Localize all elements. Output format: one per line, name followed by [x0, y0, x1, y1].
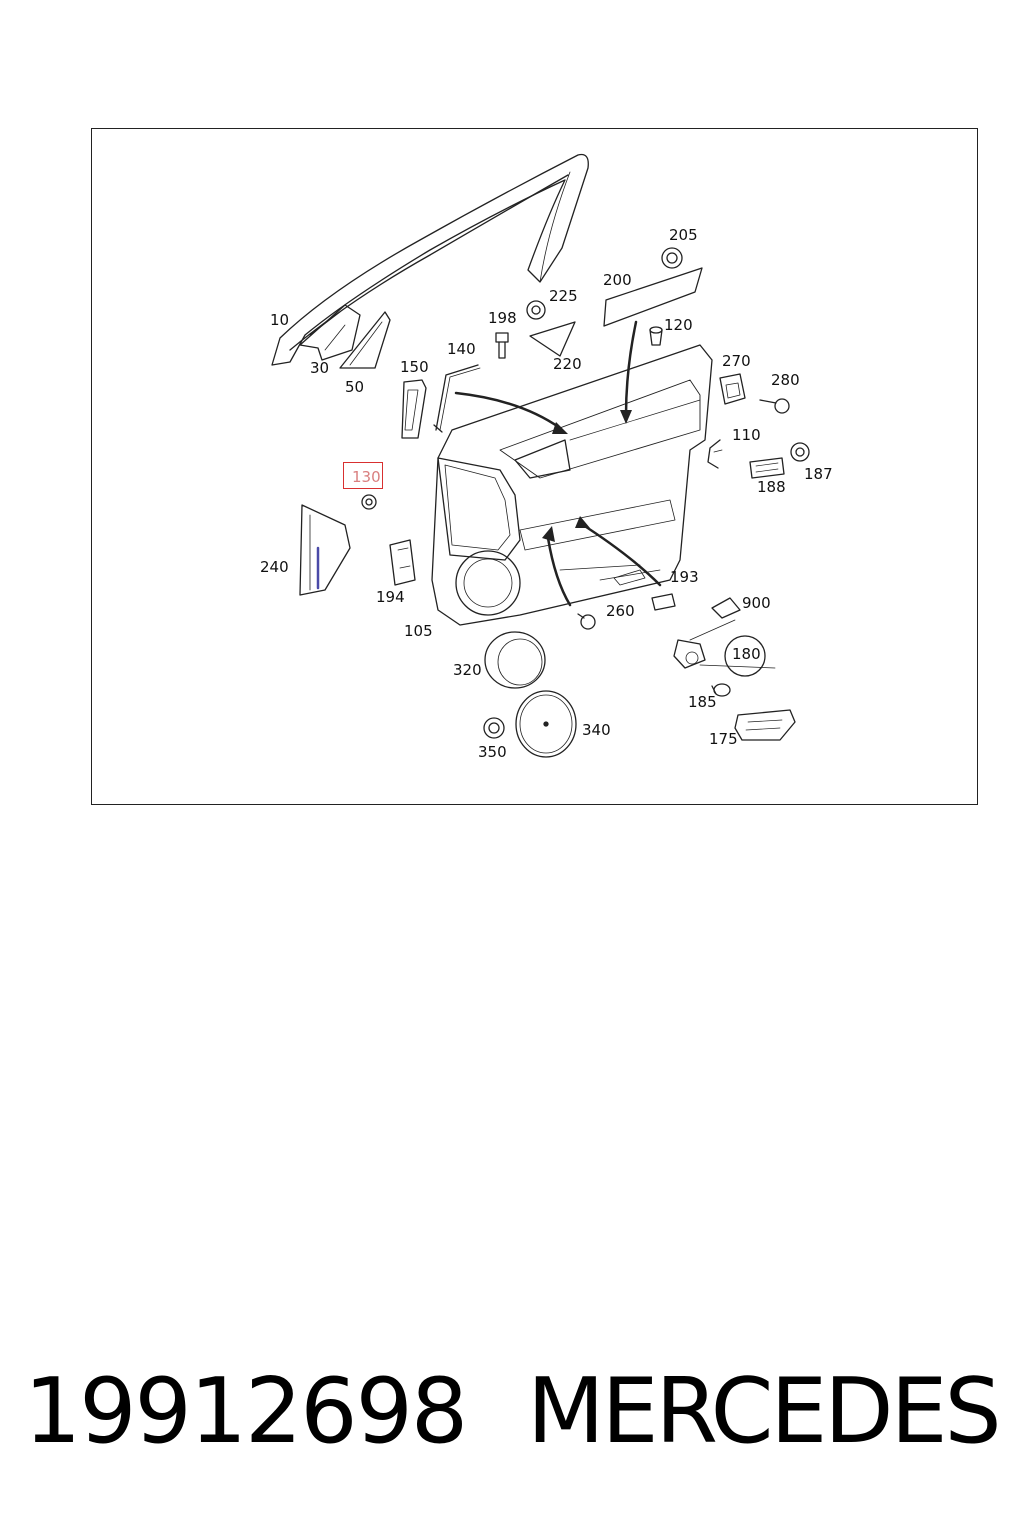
callout-175[interactable]: 175 [709, 730, 738, 748]
callout-194[interactable]: 194 [376, 588, 405, 606]
callout-180[interactable]: 180 [732, 645, 761, 663]
callout-260[interactable]: 260 [606, 602, 635, 620]
callout-200[interactable]: 200 [603, 271, 632, 289]
callout-140[interactable]: 140 [447, 340, 476, 358]
part-number: 19912698 [24, 1359, 468, 1464]
callout-205[interactable]: 205 [669, 226, 698, 244]
callout-120[interactable]: 120 [664, 316, 693, 334]
footer: 19912698 MERCEDES [0, 1360, 1024, 1470]
callout-220[interactable]: 220 [553, 355, 582, 373]
callout-320[interactable]: 320 [453, 661, 482, 679]
callout-130-highlighted[interactable]: 130 [343, 462, 383, 489]
callout-900[interactable]: 900 [742, 594, 771, 612]
callout-105[interactable]: 105 [404, 622, 433, 640]
callout-50[interactable]: 50 [345, 378, 365, 396]
callout-198[interactable]: 198 [488, 309, 517, 327]
callout-240[interactable]: 240 [260, 558, 289, 576]
callout-30[interactable]: 30 [310, 359, 330, 377]
callout-340[interactable]: 340 [582, 721, 611, 739]
callout-150[interactable]: 150 [400, 358, 429, 376]
callout-350[interactable]: 350 [478, 743, 507, 761]
callout-110[interactable]: 110 [732, 426, 761, 444]
callout-188[interactable]: 188 [757, 478, 786, 496]
callout-225[interactable]: 225 [549, 287, 578, 305]
brand-name: MERCEDES [527, 1359, 1002, 1464]
callout-270[interactable]: 270 [722, 352, 751, 370]
callout-193[interactable]: 193 [670, 568, 699, 586]
diagram-frame [91, 128, 978, 805]
callout-185[interactable]: 185 [688, 693, 717, 711]
callout-280[interactable]: 280 [771, 371, 800, 389]
callout-187[interactable]: 187 [804, 465, 833, 483]
callout-10[interactable]: 10 [270, 311, 290, 329]
